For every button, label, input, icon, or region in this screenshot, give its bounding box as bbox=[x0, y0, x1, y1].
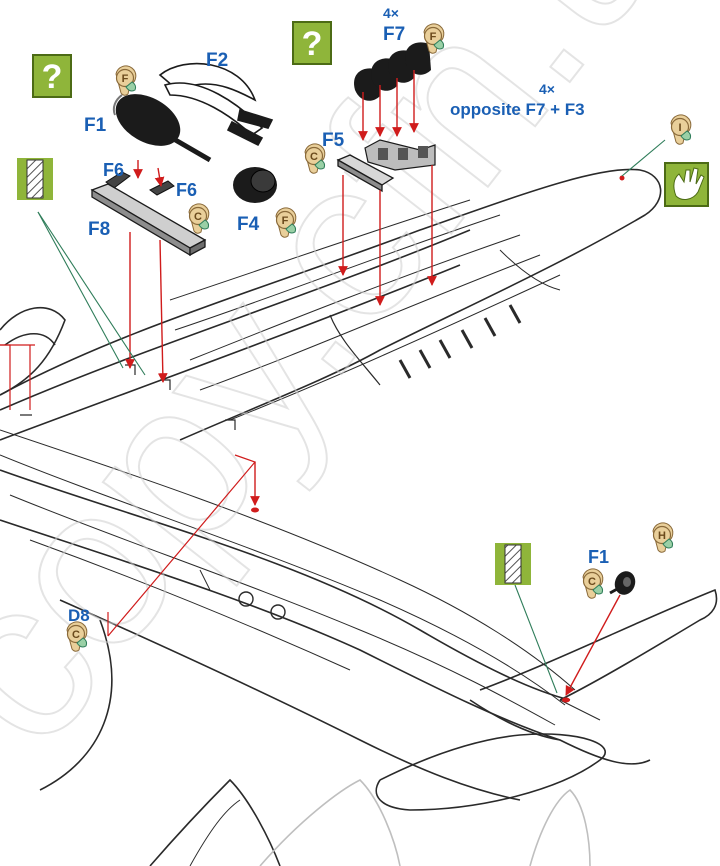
label-f6-b: F6 bbox=[176, 180, 197, 200]
label-opposite-qty: 4× bbox=[539, 81, 555, 97]
part-f8-rack bbox=[90, 183, 207, 257]
color-badge-h-near-wheel: H bbox=[652, 522, 674, 553]
svg-text:C: C bbox=[72, 629, 80, 641]
part-f2-calipers bbox=[158, 62, 274, 147]
label-f7-qty: 4× bbox=[383, 5, 399, 21]
label-f2: F2 bbox=[206, 50, 228, 71]
color-badge-c-near-f8: C bbox=[188, 203, 210, 234]
label-d8: D8 bbox=[68, 606, 90, 625]
part-f1-wheel bbox=[609, 571, 636, 595]
green-leader-lines bbox=[37, 139, 666, 694]
svg-text:?: ? bbox=[302, 25, 323, 63]
svg-text:C: C bbox=[310, 151, 318, 163]
question-box-icon: ? bbox=[32, 54, 72, 98]
aircraft-outline bbox=[0, 168, 718, 866]
color-badge-c-near-wheel: C bbox=[582, 568, 604, 599]
hand-icon bbox=[664, 162, 709, 207]
part-f4-drum bbox=[233, 167, 277, 203]
color-badge-f-near-f4: F bbox=[275, 207, 297, 238]
label-f1: F1 bbox=[84, 115, 107, 136]
hatched-strip-icon bbox=[495, 543, 531, 585]
hatched-strip-icon bbox=[17, 158, 53, 200]
svg-text:F: F bbox=[430, 31, 437, 43]
label-f5: F5 bbox=[322, 130, 345, 151]
label-opposite: opposite F7 + F3 bbox=[450, 100, 585, 119]
svg-text:H: H bbox=[658, 530, 666, 542]
color-badge-f-near-f2: F bbox=[115, 65, 137, 96]
part-f5-rack bbox=[336, 154, 395, 193]
svg-text:F: F bbox=[282, 215, 289, 227]
label-f1-wheel: F1 bbox=[588, 547, 609, 567]
svg-text:F: F bbox=[122, 73, 129, 85]
label-f6-a: F6 bbox=[103, 160, 124, 180]
label-f7: F7 bbox=[383, 24, 405, 45]
part-f7-rockets bbox=[354, 42, 436, 171]
red-leader-lines bbox=[0, 344, 257, 637]
question-box-icon: ? bbox=[292, 21, 332, 65]
svg-text:C: C bbox=[588, 576, 596, 588]
color-badge-f-near-f7: F bbox=[423, 23, 445, 54]
svg-text:I: I bbox=[678, 122, 681, 134]
svg-text:?: ? bbox=[42, 58, 63, 96]
color-badge-i-near-wing: I bbox=[670, 114, 692, 145]
color-badge-c-near-f5: C bbox=[304, 143, 326, 174]
label-f4: F4 bbox=[237, 214, 260, 235]
color-badge-c-near-d8: C bbox=[66, 621, 88, 652]
placement-arrows bbox=[125, 70, 621, 696]
label-f8: F8 bbox=[88, 219, 110, 240]
svg-text:C: C bbox=[194, 211, 202, 223]
part-f1-bomb bbox=[112, 94, 212, 163]
red-attach-dots bbox=[251, 175, 625, 703]
